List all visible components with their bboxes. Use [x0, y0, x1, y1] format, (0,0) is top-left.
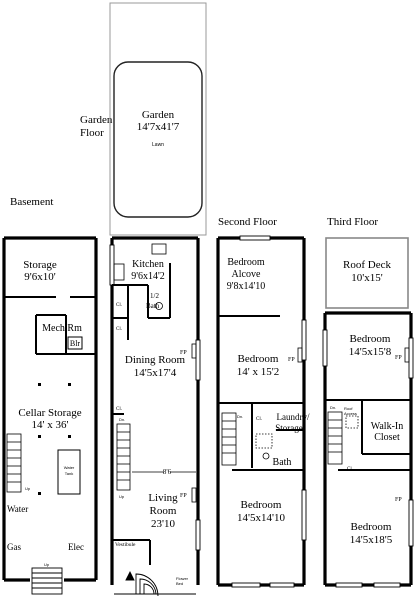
cellar-dims: 14' x 36'	[32, 419, 69, 431]
cellar-name: Cellar Storage	[18, 407, 81, 419]
third-floor-stairs	[327, 411, 343, 465]
alcove-name-1: Bedroom	[227, 257, 264, 268]
elec-label: Elec	[68, 542, 84, 552]
second-bath-label: Bath	[273, 457, 292, 468]
second-stairs-dn: Dn.	[237, 414, 243, 419]
living-name-2: Room	[150, 505, 177, 517]
kitchen-dims: 9'6x14'2	[131, 271, 165, 282]
kitchen-sink	[151, 243, 167, 255]
passage-width: 8'6	[163, 468, 172, 476]
second-bedroom-rear-name: Bedroom	[241, 499, 282, 511]
garden-stairs-up: Up	[119, 494, 125, 499]
water-tank-label-1: Water	[64, 465, 75, 470]
roof-deck-name: Roof Deck	[343, 259, 391, 271]
bath-toilet	[262, 452, 270, 460]
laundry-label-2: Storage	[275, 423, 303, 433]
third-bedroom-b-name: Bedroom	[351, 521, 392, 533]
third-bedroom-b-dims: 14'5x18'5	[350, 534, 393, 546]
third-fireplace-a: FP	[395, 355, 402, 361]
third-bedroom-a-name: Bedroom	[350, 333, 391, 345]
flower-bed-label-1: Flower	[176, 576, 189, 581]
walkin-label-2: Closet	[374, 432, 400, 443]
garden-closet-2: Cl.	[116, 327, 122, 332]
flower-bed-label-2: Bed	[176, 581, 183, 586]
third-stairs-dn: Dn.	[330, 405, 336, 410]
roof-deck-dims: 10'x15'	[351, 272, 382, 284]
basement-plan: Storage 9'6x10' Mech Rm Blr Cellar Stora…	[2, 236, 98, 595]
storage-name: Storage	[23, 259, 57, 271]
half-bath-label-2: Bath	[146, 302, 160, 310]
boiler-label: Blr	[70, 339, 81, 348]
half-bath-label-1: 1/2	[150, 292, 159, 300]
garden-dims: 14'7x41'7	[137, 121, 180, 133]
heading-third-floor: Third Floor	[327, 216, 378, 228]
second-bedroom-front-dims: 14' x 15'2	[237, 366, 279, 378]
roof-access-hatch	[345, 415, 359, 429]
roof-access-label-2: Access	[344, 411, 357, 416]
water-tank-label-2: Tank	[65, 471, 73, 476]
garden-closet-1: Cl.	[116, 303, 122, 308]
second-floor-stairs	[221, 412, 237, 466]
basement-stairs-up: Up	[25, 486, 31, 491]
boiler-box	[67, 336, 83, 350]
bath-shower	[255, 433, 273, 449]
garden-stairs-dn: Dn.	[119, 417, 125, 422]
dining-name: Dining Room	[125, 354, 186, 366]
heading-second-floor: Second Floor	[218, 216, 277, 228]
living-dims: 23'10	[151, 518, 175, 530]
garden-lawn-label: Lawn	[152, 142, 164, 148]
garden-floor-stairs	[116, 423, 131, 491]
vestibule-label: Vestibule	[115, 542, 136, 548]
dining-dims: 14'5x17'4	[134, 367, 177, 379]
basement-entry-up: Up	[44, 562, 50, 567]
water-label: Water	[7, 504, 28, 514]
half-bath-toilet	[155, 302, 163, 310]
garden-lawn: Garden 14'7x41'7 Lawn	[109, 2, 207, 236]
water-tank	[57, 449, 81, 495]
heading-garden-floor-line1: Garden	[80, 114, 113, 126]
basement-outer-walls	[2, 236, 98, 582]
living-name: Living	[148, 492, 178, 504]
basement-stairs	[6, 433, 22, 493]
alcove-dims: 9'8x14'10	[227, 281, 266, 292]
third-closet: Cl.	[347, 467, 353, 472]
garden-floor-plan: Kitchen 9'6x14'2 1/2 Bath Cl. Cl. Cl. Di…	[109, 236, 201, 597]
heading-garden-floor-line2: Floor	[80, 127, 104, 139]
second-fireplace: FP	[288, 357, 295, 363]
alcove-name-2: Alcove	[232, 269, 261, 280]
garden-name: Garden	[142, 109, 175, 121]
second-bedroom-front-name: Bedroom	[238, 353, 279, 365]
third-floor-plan: Roof Deck 10'x15' Bedroom 14'5x15'8 FP W…	[322, 237, 414, 588]
roof-access-label-1: Roof	[344, 406, 353, 411]
walkin-label-1: Walk-In	[371, 421, 404, 432]
dining-fireplace: FP	[180, 350, 187, 356]
storage-dims: 9'6x10'	[24, 271, 55, 283]
heading-basement: Basement	[10, 196, 53, 208]
garden-closet-3: Cl.	[116, 407, 122, 412]
roof-deck	[325, 237, 409, 309]
fireplace-symbols	[191, 343, 197, 503]
kitchen-name: Kitchen	[132, 259, 164, 270]
living-fireplace: FP	[180, 493, 187, 499]
gas-label: Gas	[7, 542, 21, 552]
entry-stoop	[114, 570, 196, 597]
second-closet: Cl.	[256, 417, 262, 422]
third-fireplace-b: FP	[395, 497, 402, 503]
laundry-label-1: Laundry/	[277, 412, 310, 422]
third-bedroom-a-dims: 14'5x15'8	[349, 346, 392, 358]
second-bedroom-rear-dims: 14'5x14'10	[237, 512, 285, 524]
second-floor-plan: Bedroom Alcove 9'8x14'10 Bedroom 14' x 1…	[216, 235, 310, 588]
mech-room-label: Mech Rm	[42, 323, 82, 334]
garden-floor-outer-walls	[110, 236, 200, 585]
basement-entry-stairs	[31, 567, 63, 595]
